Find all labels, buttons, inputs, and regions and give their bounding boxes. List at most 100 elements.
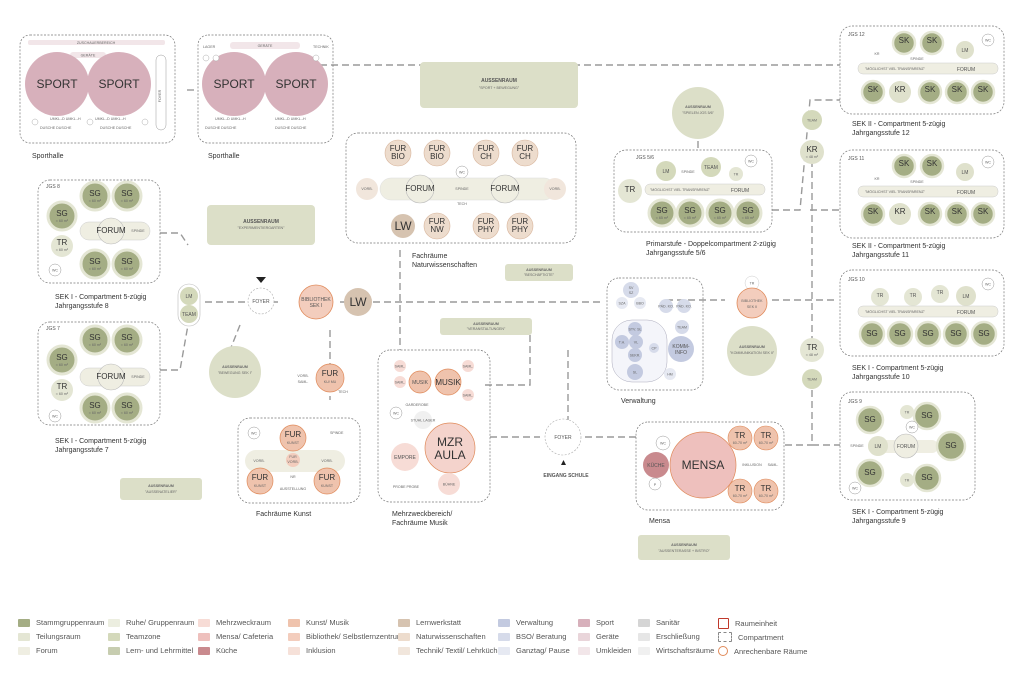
sg-jgs7-3: SG≈ 60 m²: [46, 344, 78, 376]
legend-label: Raumeinheit: [735, 619, 778, 628]
legend-swatch: [498, 646, 510, 655]
legend-item: Raumeinheit: [718, 618, 777, 629]
svg-text:TECHNIK: TECHNIK: [313, 45, 329, 49]
fur-ku-mu: FUR KU/ MU VORB. SAML. TECH: [297, 363, 348, 394]
svg-text:KR: KR: [894, 207, 905, 216]
svg-text:P: P: [654, 483, 657, 487]
legend-swatch: [398, 646, 410, 655]
svg-text:CP: CP: [652, 347, 658, 351]
svg-text:CH: CH: [519, 152, 531, 161]
svg-text:WC: WC: [748, 160, 754, 164]
svg-text:SEK II - Compartment 5-zügig: SEK II - Compartment 5-zügig: [852, 121, 945, 128]
svg-text:≈ 60 m²: ≈ 60 m²: [89, 267, 102, 271]
svg-text:VORB.: VORB.: [297, 374, 308, 378]
svg-text:Jahrgangsstufe 8: Jahrgangsstufe 8: [55, 303, 109, 310]
legend-swatch: [108, 618, 120, 627]
svg-text:SZ: SZ: [629, 291, 634, 295]
forum-nawi-2: [490, 174, 520, 204]
svg-text:SPINDE: SPINDE: [131, 229, 145, 233]
svg-text:SK: SK: [868, 85, 879, 94]
svg-text:SK: SK: [868, 207, 879, 216]
svg-text:NW: NW: [430, 225, 444, 234]
legend-swatch: [198, 632, 210, 641]
legend-label: Küche: [216, 646, 238, 655]
svg-text:SG: SG: [864, 415, 876, 424]
svg-text:≈ 60 m²: ≈ 60 m²: [56, 248, 69, 252]
svg-text:AUSSENRAUM: AUSSENRAUM: [481, 78, 517, 84]
legend-item: Technik/ Textil/ Lehrküche: [398, 646, 502, 655]
svg-text:JGS 12: JGS 12: [848, 32, 865, 38]
svg-text:SEK II: SEK II: [747, 305, 757, 309]
svg-text:Sporthalle: Sporthalle: [208, 153, 240, 160]
sporthalle-2: GERÄTE LAGER TECHNIK SPORT SPORT UMKL.-D…: [197, 34, 334, 160]
legend-swatch: [718, 646, 728, 656]
svg-text:AUSSENRAUM: AUSSENRAUM: [473, 322, 499, 326]
svg-text:LAGER: LAGER: [203, 45, 216, 49]
sport-court-1a: [25, 52, 89, 116]
svg-text:EMPORE: EMPORE: [394, 455, 416, 461]
buhne: BÜHNE: [438, 473, 460, 495]
svg-text:TR: TR: [735, 484, 746, 493]
svg-text:VORB.: VORB.: [361, 187, 372, 191]
svg-text:TECH: TECH: [457, 202, 467, 206]
svg-text:DUSCHE DUSCHE: DUSCHE DUSCHE: [275, 126, 307, 130]
svg-text:MZR: MZR: [437, 435, 463, 449]
svg-text:AUSSENRAUM: AUSSENRAUM: [243, 219, 279, 225]
svg-text:SK: SK: [899, 159, 910, 168]
legend-item: Bibliothek/ Selbstlernzentrum: [288, 632, 403, 641]
svg-text:WC: WC: [909, 426, 915, 430]
svg-text:FORUM: FORUM: [731, 188, 749, 194]
svg-text:LM: LM: [962, 48, 969, 54]
svg-text:SG: SG: [89, 401, 101, 410]
aussenraum-sport: AUSSENRAUM "SPORT + BEWEGUNG": [420, 62, 578, 108]
svg-text:60-70 m²: 60-70 m²: [759, 494, 774, 498]
legend-item: Geräte: [578, 632, 619, 641]
svg-text:EINGANG SCHULE: EINGANG SCHULE: [543, 473, 589, 479]
legend-item: Stammgruppenraum: [18, 618, 104, 627]
svg-text:FORUM: FORUM: [490, 184, 520, 193]
entrance-arrow-icon: [256, 277, 266, 283]
svg-text:SL: SL: [633, 371, 637, 375]
legend-item: BSO/ Beratung: [498, 632, 566, 641]
sporthalle-1: ZUSCHAUERBEREICH GERÄTE SPORT SPORT FOYE…: [19, 34, 176, 160]
aussenraum-beschaeftigte: AUSSENRAUM "BESCHÄFTIGTE": [505, 264, 573, 281]
svg-text:≈ 60 m²: ≈ 60 m²: [121, 199, 134, 203]
svg-text:MUSIK: MUSIK: [412, 380, 429, 386]
svg-text:SG: SG: [950, 329, 962, 338]
svg-text:SK: SK: [978, 207, 989, 216]
legend-label: Mensa/ Cafeteria: [216, 632, 274, 641]
legend-label: Technik/ Textil/ Lehrküche: [416, 646, 502, 655]
legend-label: Kunst/ Musik: [306, 618, 349, 627]
sg-jgs8-3: SG≈ 60 m²: [46, 200, 78, 232]
svg-text:SAML.: SAML.: [298, 380, 309, 384]
compartment-jgs9: JGS 9 SG TR SG WC SPINDE LM FORUM SG SG …: [839, 391, 976, 525]
legend-swatch: [18, 618, 30, 627]
sg-jgs56-2: SG≈ 65 m²: [675, 198, 705, 228]
svg-text:SPINDE: SPINDE: [681, 170, 695, 174]
svg-text:DUSCHE DUSCHE: DUSCHE DUSCHE: [205, 126, 237, 130]
svg-text:LM: LM: [962, 170, 969, 176]
svg-text:SG: SG: [978, 329, 990, 338]
sg-jgs8-1: SG≈ 60 m²: [79, 180, 111, 212]
svg-text:KUNST: KUNST: [254, 484, 267, 488]
compartment-jgs12: JGS 12 WC SK SK LM KR SPINDE "MÖGLICHST …: [839, 25, 1005, 137]
foyer-sek1: FOYER: [247, 277, 275, 315]
svg-text:TECH: TECH: [338, 390, 348, 394]
svg-text:NR: NR: [290, 475, 296, 479]
svg-text:TR: TR: [750, 282, 755, 286]
svg-text:KUNST: KUNST: [321, 484, 334, 488]
tr-jgs56: TR: [618, 179, 642, 203]
svg-text:VL: VL: [634, 341, 638, 345]
svg-text:SPINDE: SPINDE: [850, 444, 864, 448]
svg-text:TEAM: TEAM: [807, 119, 817, 123]
svg-text:"AUSSENATELIER": "AUSSENATELIER": [145, 490, 178, 494]
sg-jgs56-3: SG≈ 65 m²: [705, 198, 735, 228]
legend-swatch: [638, 646, 650, 655]
svg-text:VORB.: VORB.: [287, 460, 298, 464]
